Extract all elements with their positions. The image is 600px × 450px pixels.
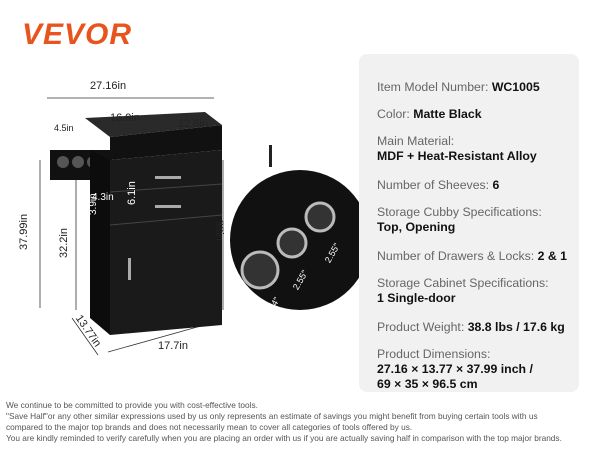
spec-label: Product Weight: <box>377 320 468 334</box>
dim-top-side: 12.6in <box>178 118 208 130</box>
dim-line-depth <box>71 317 99 356</box>
vevor-logo: VEVOR <box>22 18 133 51</box>
cabinet <box>50 112 272 335</box>
disclaimer-line: We continue to be committed to provide y… <box>6 400 258 410</box>
spec-value: 38.8 lbs / 17.6 kg <box>467 320 565 334</box>
disclaimer-line: compared to the major top brands and doe… <box>6 422 413 432</box>
spec-label: Product Dimensions: <box>377 347 491 361</box>
spec-value: 69 × 35 × 96.5 cm <box>377 377 478 391</box>
detail-callout <box>230 170 360 310</box>
dim-height-total: 37.99in <box>18 213 30 250</box>
spec-shelves: Number of Sheeves: 6 <box>377 178 579 193</box>
screwdriver-icon <box>269 145 272 167</box>
spec-label: Storage Cabinet Specifications: <box>377 276 549 290</box>
dim-top-depth: 16.9in <box>110 112 140 124</box>
spec-label: Color: <box>377 107 414 121</box>
spec-color: Color: Matte Black <box>377 107 579 122</box>
spec-value: 27.16 × 13.77 × 37.99 inch / <box>377 362 533 376</box>
spec-value: WC1005 <box>491 80 540 94</box>
spec-dimensions: Product Dimensions:27.16 × 13.77 × 37.99… <box>377 347 579 392</box>
spec-model: Item Model Number: WC1005 <box>377 80 579 95</box>
disclaimer-line: You are kindly reminded to verify carefu… <box>6 433 562 443</box>
spec-value: 2 & 1 <box>537 249 567 263</box>
dim-rail: 4.5in <box>54 123 74 133</box>
spec-value: 6 <box>492 178 500 192</box>
dim-drawer: 6.1in <box>126 181 138 205</box>
disclaimer-line: "Save Half"or any other similar expressi… <box>6 411 538 421</box>
drawer-handle <box>155 176 181 179</box>
spec-label: Number of Drawers & Locks: <box>377 249 538 263</box>
disclaimer: We continue to be committed to provide y… <box>6 400 600 444</box>
spec-material: Main Material:MDF + Heat-Resistant Alloy <box>377 134 579 164</box>
cabinet-top <box>85 112 222 137</box>
cabinet-front <box>110 150 222 335</box>
dim-holder-w: 4.3in <box>92 192 114 203</box>
dim-cabinet: 33in <box>213 220 225 241</box>
spec-label: Main Material: <box>377 134 455 148</box>
spec-drawers: Number of Drawers & Locks: 2 & 1 <box>377 249 579 264</box>
spec-cubby: Storage Cubby Specifications:Top, Openin… <box>377 205 579 235</box>
spec-label: Number of Sheeves: <box>377 178 493 192</box>
spec-value: Top, Opening <box>377 220 456 234</box>
drawer-handle <box>155 205 181 208</box>
spec-label: Item Model Number: <box>377 80 492 94</box>
spec-value: MDF + Heat-Resistant Alloy <box>377 149 537 163</box>
dim-width-total: 27.16in <box>90 80 127 92</box>
spec-label: Storage Cubby Specifications: <box>377 205 542 219</box>
spec-value: Matte Black <box>413 107 482 121</box>
spec-value: 1 Single-door <box>377 291 456 305</box>
product-illustration <box>39 97 360 356</box>
dim-height-body: 32.2in <box>58 228 70 258</box>
dim-width: 17.7in <box>158 340 188 352</box>
spec-weight: Product Weight: 38.8 lbs / 17.6 kg <box>377 320 579 335</box>
spec-panel: Item Model Number: WC1005 Color: Matte B… <box>359 54 579 392</box>
spec-cabinet: Storage Cabinet Specifications:1 Single-… <box>377 276 579 306</box>
door-handle <box>128 258 131 280</box>
